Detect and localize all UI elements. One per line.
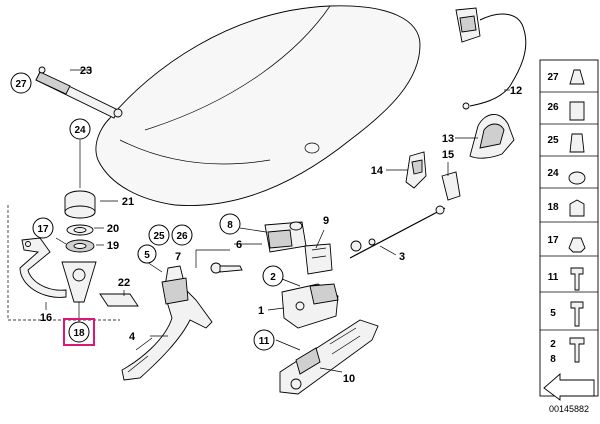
- linkage-rod: [349, 205, 446, 259]
- panel-row-24[interactable]: 24: [540, 168, 598, 189]
- callout-27: 27: [15, 79, 27, 90]
- panel-label-8: 8: [550, 354, 556, 365]
- callout-23: 23: [80, 65, 92, 77]
- panel-part-5-icon: [570, 301, 584, 327]
- callout-8: 8: [227, 220, 233, 231]
- callout-17: 17: [37, 224, 49, 235]
- callout-26: 26: [176, 231, 188, 242]
- trunk-lid: [95, 5, 421, 206]
- panel-row-18[interactable]: 18: [540, 199, 598, 223]
- callout-15: 15: [442, 149, 454, 161]
- callout-14: 14: [371, 165, 384, 177]
- callout-5: 5: [144, 250, 150, 261]
- callout-2-circle: [262, 265, 284, 287]
- panel-row-25[interactable]: 25: [540, 133, 598, 157]
- callout-24: 24: [74, 125, 86, 136]
- callout-26-circle: [171, 224, 193, 246]
- callout-9: 9: [323, 215, 329, 227]
- callout-labels: 27 23 24 21 17 20 19 16 18 22 5 4 25 26: [10, 65, 522, 385]
- callout-20: 20: [107, 223, 119, 235]
- panel-label-24: 24: [547, 168, 559, 179]
- clip-15: [441, 171, 461, 201]
- callout-2: 2: [270, 272, 276, 283]
- callout-10: 10: [343, 373, 355, 385]
- callout-8-circle: [219, 213, 241, 235]
- panel-label-25: 25: [547, 135, 559, 146]
- hinge-arm: [121, 265, 213, 381]
- callout-6: 6: [236, 239, 242, 251]
- callout-13: 13: [442, 133, 454, 145]
- panel-row-5[interactable]: 5: [540, 301, 598, 331]
- panel-row-26[interactable]: 26: [540, 101, 598, 125]
- callout-7: 7: [175, 251, 181, 263]
- callout-17-circle: [32, 217, 54, 239]
- panel-part-17-icon: [568, 237, 586, 253]
- callout-18-highlight[interactable]: [63, 318, 95, 346]
- panel-row-27[interactable]: 27: [540, 69, 598, 93]
- panel-label-5: 5: [550, 308, 556, 319]
- callout-12: 12: [510, 85, 522, 97]
- panel-label-2: 2: [550, 339, 556, 350]
- panel-label-11: 11: [548, 272, 559, 283]
- emergency-release-handle: [469, 114, 515, 159]
- panel-part-26-icon: [569, 101, 585, 121]
- callout-11-circle: [253, 329, 275, 351]
- bracket-22: [99, 293, 139, 307]
- panel-label-18: 18: [547, 202, 559, 213]
- callout-1: 1: [258, 305, 264, 317]
- reference-arrow-icon: [543, 373, 595, 401]
- callout-21: 21: [122, 196, 134, 208]
- trunk-lock: [281, 283, 339, 329]
- fastener-panel: 27 26 25 24 18 17 11: [539, 59, 599, 401]
- hinge-assembly-left: [19, 190, 97, 303]
- diagram-ref-number: 00145882: [549, 404, 589, 414]
- gas-strut: [35, 66, 123, 119]
- callout-25-circle: [148, 224, 170, 246]
- lock-actuator: [304, 243, 333, 275]
- lock-striker: [279, 319, 379, 395]
- callout-4: 4: [129, 331, 136, 343]
- panel-label-27: 27: [547, 72, 559, 83]
- key: [210, 262, 243, 274]
- callout-25: 25: [153, 231, 165, 242]
- lock-cylinder: [264, 221, 307, 253]
- callout-27-circle: [10, 72, 32, 94]
- panel-part-27-icon: [569, 69, 585, 85]
- callout-18-circle: [68, 321, 90, 343]
- callout-18: 18: [73, 328, 85, 339]
- callout-24-circle: [69, 118, 91, 140]
- callout-11: 11: [259, 336, 270, 347]
- panel-part-2-8-icon: [569, 337, 585, 363]
- callout-22: 22: [118, 277, 130, 289]
- callout-19: 19: [107, 240, 119, 252]
- callout-3: 3: [399, 251, 405, 263]
- panel-part-18-icon: [569, 199, 585, 217]
- callout-5-circle: [137, 244, 157, 264]
- release-cable: [455, 7, 527, 110]
- leader-lines: [45, 69, 510, 373]
- panel-part-25-icon: [569, 133, 585, 153]
- panel-part-11-icon: [570, 267, 584, 291]
- clip-14: [405, 151, 427, 189]
- panel-row-2-8[interactable]: 2 8: [550, 337, 585, 365]
- panel-row-11[interactable]: 11: [540, 267, 598, 293]
- callout-16: 16: [40, 312, 52, 324]
- panel-part-24-icon: [568, 171, 586, 185]
- panel-label-17: 17: [547, 235, 559, 246]
- panel-label-26: 26: [547, 102, 559, 113]
- panel-row-17[interactable]: 17: [540, 235, 598, 257]
